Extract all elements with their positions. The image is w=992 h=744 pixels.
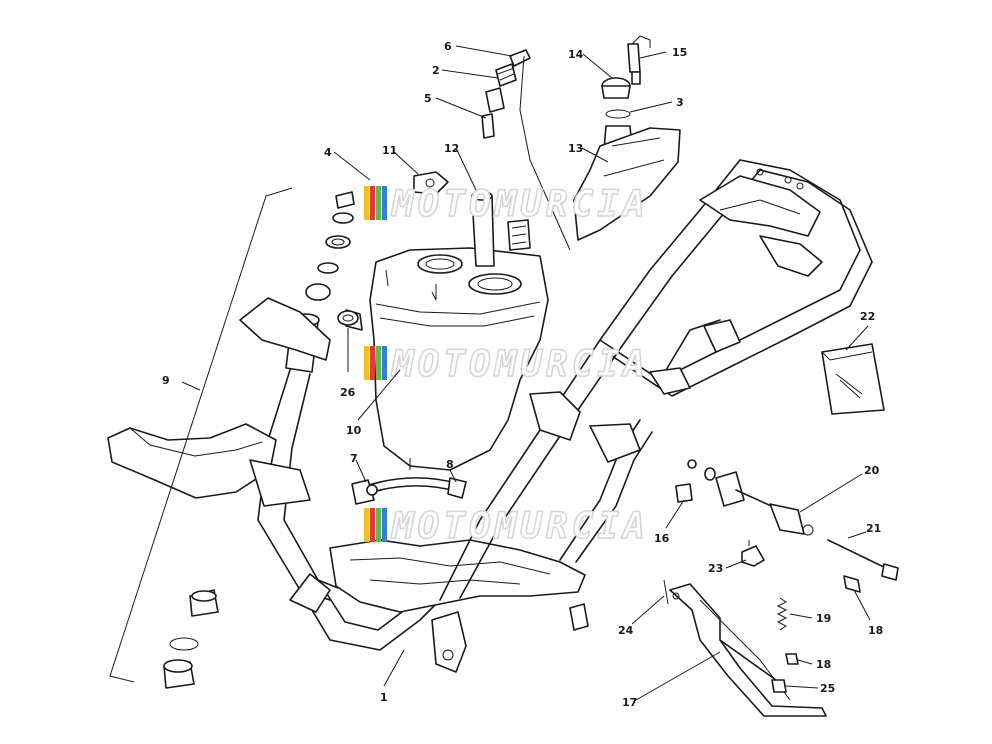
callout-labels: 1 2 3 4 5 6 7 8 9 10 11 12 13 14 15 16 1… bbox=[162, 40, 883, 709]
callout-4: 4 bbox=[324, 146, 332, 159]
leader-lines bbox=[181, 45, 871, 701]
svg-text:MOTOMURCIA: MOTOMURCIA bbox=[391, 184, 649, 225]
callout-10: 10 bbox=[346, 424, 362, 437]
callout-18b: 18 bbox=[816, 658, 831, 671]
center-stand bbox=[663, 579, 827, 717]
steering-bearing-stack bbox=[305, 171, 449, 331]
callout-2: 2 bbox=[432, 64, 440, 77]
watermark-stripe bbox=[382, 346, 387, 380]
callout-24: 24 bbox=[618, 624, 634, 637]
fuel-tank bbox=[369, 191, 549, 471]
grommet bbox=[337, 310, 359, 326]
watermark-stripe bbox=[364, 346, 369, 380]
svg-text:MOTOMURCIA: MOTOMURCIA bbox=[391, 506, 649, 547]
watermark-top: MOTOMURCIA bbox=[364, 183, 649, 226]
watermark-stripe bbox=[370, 508, 375, 542]
tank-clamp bbox=[351, 477, 467, 505]
svg-text:MOTOMURCIA: MOTOMURCIA bbox=[391, 344, 649, 385]
callout-1: 1 bbox=[380, 691, 388, 704]
watermark-stripe bbox=[370, 346, 375, 380]
callout-26: 26 bbox=[340, 386, 356, 399]
callout-20: 20 bbox=[864, 464, 880, 477]
callout-22: 22 bbox=[860, 310, 875, 323]
callout-12: 12 bbox=[444, 142, 459, 155]
callout-21: 21 bbox=[866, 522, 881, 535]
side-stand-parts bbox=[675, 459, 899, 593]
hardware-bag bbox=[821, 343, 885, 415]
callout-8: 8 bbox=[446, 458, 454, 471]
callout-25: 25 bbox=[820, 682, 835, 695]
callout-16: 16 bbox=[654, 532, 670, 545]
callout-5: 5 bbox=[424, 92, 432, 105]
fuel-tap-parts bbox=[481, 49, 571, 251]
callout-11: 11 bbox=[382, 144, 397, 157]
watermark-stripe bbox=[382, 186, 387, 220]
callout-3: 3 bbox=[676, 96, 684, 109]
fuel-filler-assembly bbox=[573, 35, 681, 241]
callout-7: 7 bbox=[350, 452, 358, 465]
watermark-stripe bbox=[376, 346, 381, 380]
watermark-stripe bbox=[364, 186, 369, 220]
lower-bearing-stack bbox=[163, 589, 219, 689]
callout-13: 13 bbox=[568, 142, 583, 155]
watermark-stripe bbox=[376, 186, 381, 220]
callout-23: 23 bbox=[708, 562, 723, 575]
callout-19: 19 bbox=[816, 612, 831, 625]
main-frame bbox=[107, 159, 873, 673]
callout-6: 6 bbox=[444, 40, 452, 53]
watermark-bottom: MOTOMURCIA bbox=[364, 505, 649, 548]
small-clip bbox=[569, 603, 589, 631]
watermark-stripe bbox=[376, 508, 381, 542]
watermark-stripe bbox=[370, 186, 375, 220]
steering-column-exploded-axis bbox=[109, 187, 293, 683]
callout-14: 14 bbox=[568, 48, 584, 61]
callout-15: 15 bbox=[672, 46, 687, 59]
callout-18a: 18 bbox=[868, 624, 883, 637]
callout-17: 17 bbox=[622, 696, 637, 709]
watermark-middle: MOTOMURCIA bbox=[364, 343, 649, 386]
watermark-stripe bbox=[364, 508, 369, 542]
callout-9: 9 bbox=[162, 374, 170, 387]
watermark-stripe bbox=[382, 508, 387, 542]
